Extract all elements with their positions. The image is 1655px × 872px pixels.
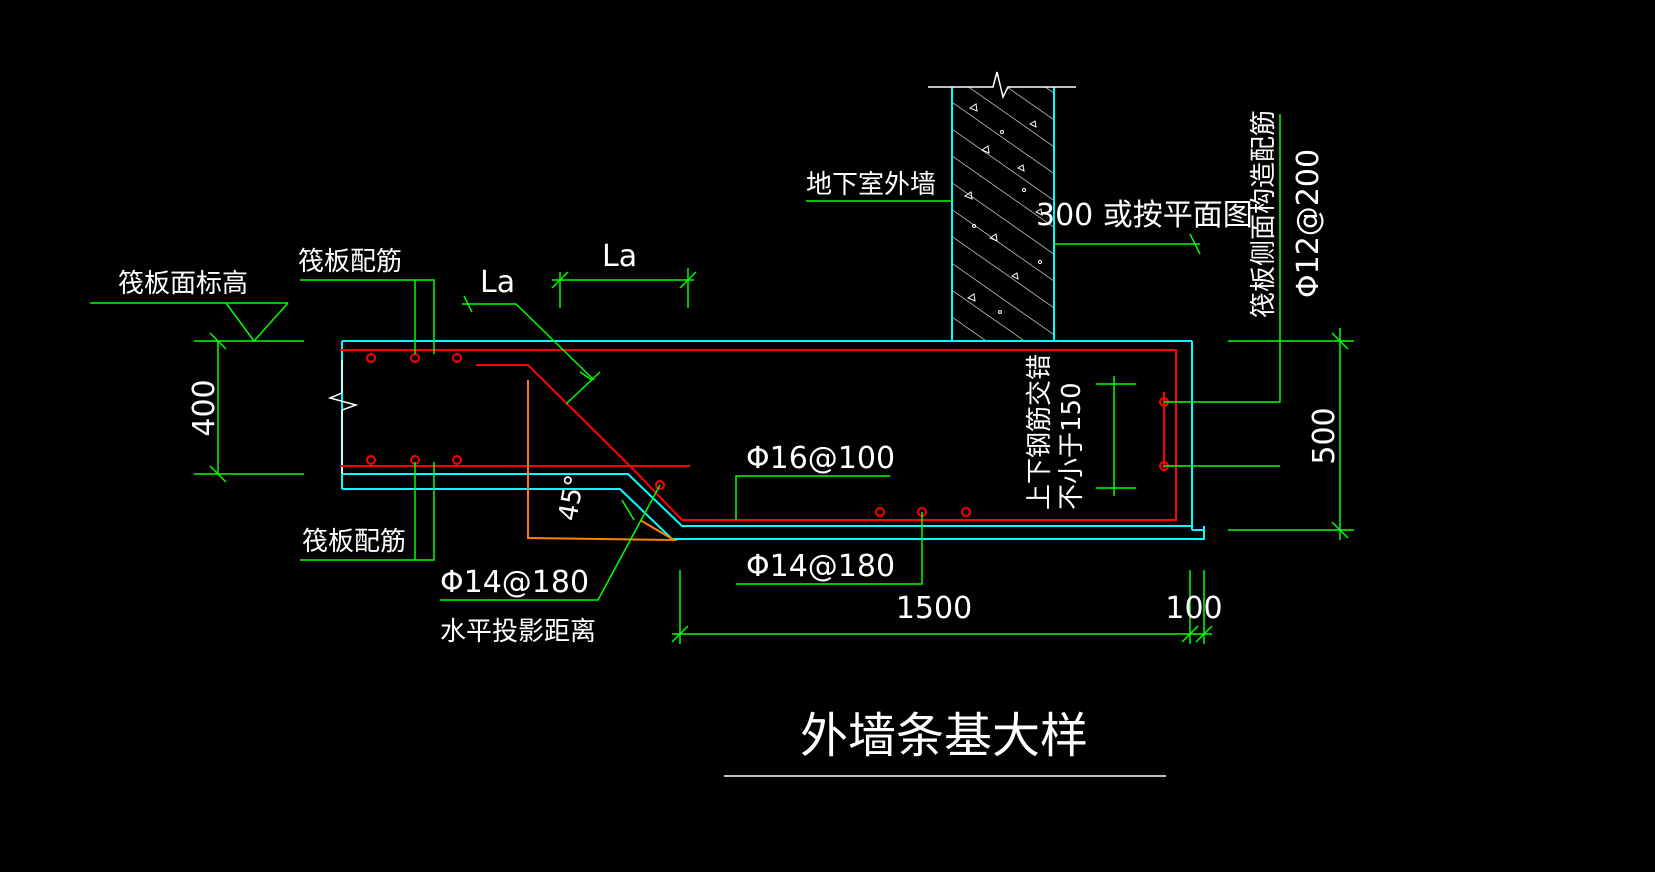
top-rebar-label: Φ16@100: [746, 441, 895, 476]
wall-break-line: [928, 71, 1076, 100]
rebar-dot: [452, 455, 462, 465]
horizontal-projection-label: 水平投影距离: [440, 617, 596, 647]
angle-label: 45°: [553, 473, 591, 524]
cover-dim: 100: [1165, 591, 1222, 626]
slope-rebar: [527, 380, 678, 542]
wall-thickness-label: 300 或按平面图: [1036, 198, 1253, 233]
top-rebar-line: [340, 349, 1177, 521]
stagger-label-a: 上下钢筋交错: [1025, 354, 1055, 510]
raft-rebar-top-label: 筏板配筋: [298, 247, 402, 277]
rebar-dot: [875, 507, 885, 517]
rebar-dot: [961, 507, 971, 517]
la-label-2: La: [602, 239, 637, 274]
raft-elevation-label: 筏板面标高: [118, 269, 248, 299]
drawing-title: 外墙条基大样: [800, 708, 1088, 764]
raft-break-line: [327, 360, 359, 474]
leader-lines: [90, 114, 1354, 644]
aggregate-marks: [963, 103, 1043, 314]
bottom-rebar-label: Φ14@180: [746, 549, 895, 584]
footing-thickness-dim: 500: [1307, 407, 1342, 464]
rebar-dot: [366, 353, 376, 363]
basement-wall-label: 地下室外墙: [806, 170, 936, 200]
rebar-dot: [366, 455, 376, 465]
rebar-dot: [655, 480, 665, 490]
text-labels: 地下室外墙 300 或按平面图 筏板面标高 筏板配筋 筏板配筋 La La 40…: [118, 110, 1342, 764]
raft-thickness-dim: 400: [187, 379, 222, 436]
stagger-label-b: 不小于150: [1057, 382, 1087, 510]
rebar-dot: [452, 353, 462, 363]
rebar: [340, 349, 1177, 521]
rebar-dot: [410, 353, 420, 363]
side-rebar-label-a: 筏板侧面构造配筋: [1249, 110, 1279, 318]
side-rebar-label-b: Φ12@200: [1291, 149, 1326, 298]
footing-width-dim: 1500: [896, 591, 972, 626]
slope-rebar-label: Φ14@180: [440, 565, 589, 600]
basement-wall: [928, 71, 1076, 341]
la-label-1: La: [480, 265, 515, 300]
raft-rebar-bottom-label: 筏板配筋: [302, 527, 406, 557]
